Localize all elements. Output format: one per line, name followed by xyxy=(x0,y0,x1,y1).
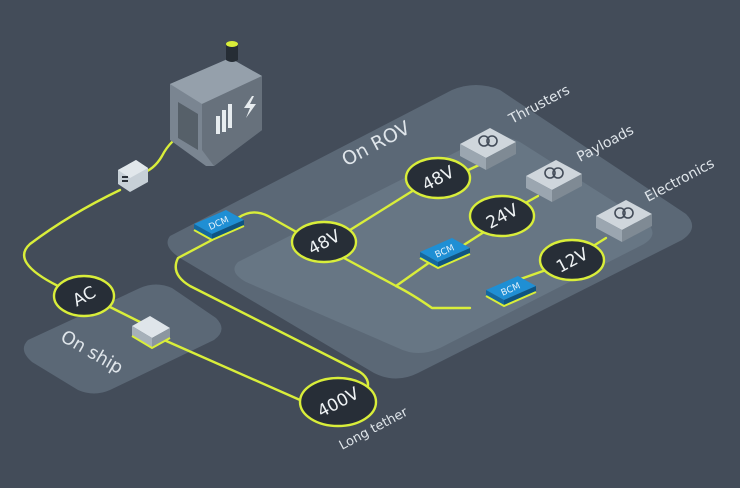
wire-converter-400v xyxy=(162,338,302,402)
load-label-payloads: Payloads xyxy=(574,122,636,165)
wire-plug-ac xyxy=(23,188,122,294)
wires xyxy=(23,128,608,402)
lightning-bolt-icon xyxy=(244,96,256,118)
wire-bus-bcm24 xyxy=(394,260,432,288)
node-12v: 12V xyxy=(538,238,606,282)
node-24v: 24V xyxy=(468,194,536,238)
load-box-electronics xyxy=(596,200,652,242)
load-symbol-icon xyxy=(544,167,564,179)
wire-48v-48v xyxy=(348,188,416,232)
load-box-thrusters xyxy=(460,128,516,170)
module-bcm-24: BCM xyxy=(419,238,471,270)
wire-400v-dcm xyxy=(174,238,370,394)
plug-icon xyxy=(118,160,148,192)
load-box-payloads xyxy=(526,160,582,202)
wire-dcm-48v xyxy=(236,211,302,236)
ship-platform xyxy=(23,284,222,394)
node-48v-thrusters: 48V xyxy=(404,156,472,200)
node-48v-main: 48V xyxy=(290,220,358,264)
node-ac: AC xyxy=(52,274,116,318)
generator-icon xyxy=(170,41,262,166)
module-dcm: DCM xyxy=(193,210,245,242)
bar-chart-icon xyxy=(216,104,232,134)
load-symbol-icon xyxy=(478,135,498,147)
node-400v: 400V xyxy=(298,376,378,428)
converter-box xyxy=(131,316,171,350)
load-symbol-icon xyxy=(614,207,634,219)
load-label-electronics: Electronics xyxy=(642,156,717,206)
module-bcm-12: BCM xyxy=(485,276,537,308)
